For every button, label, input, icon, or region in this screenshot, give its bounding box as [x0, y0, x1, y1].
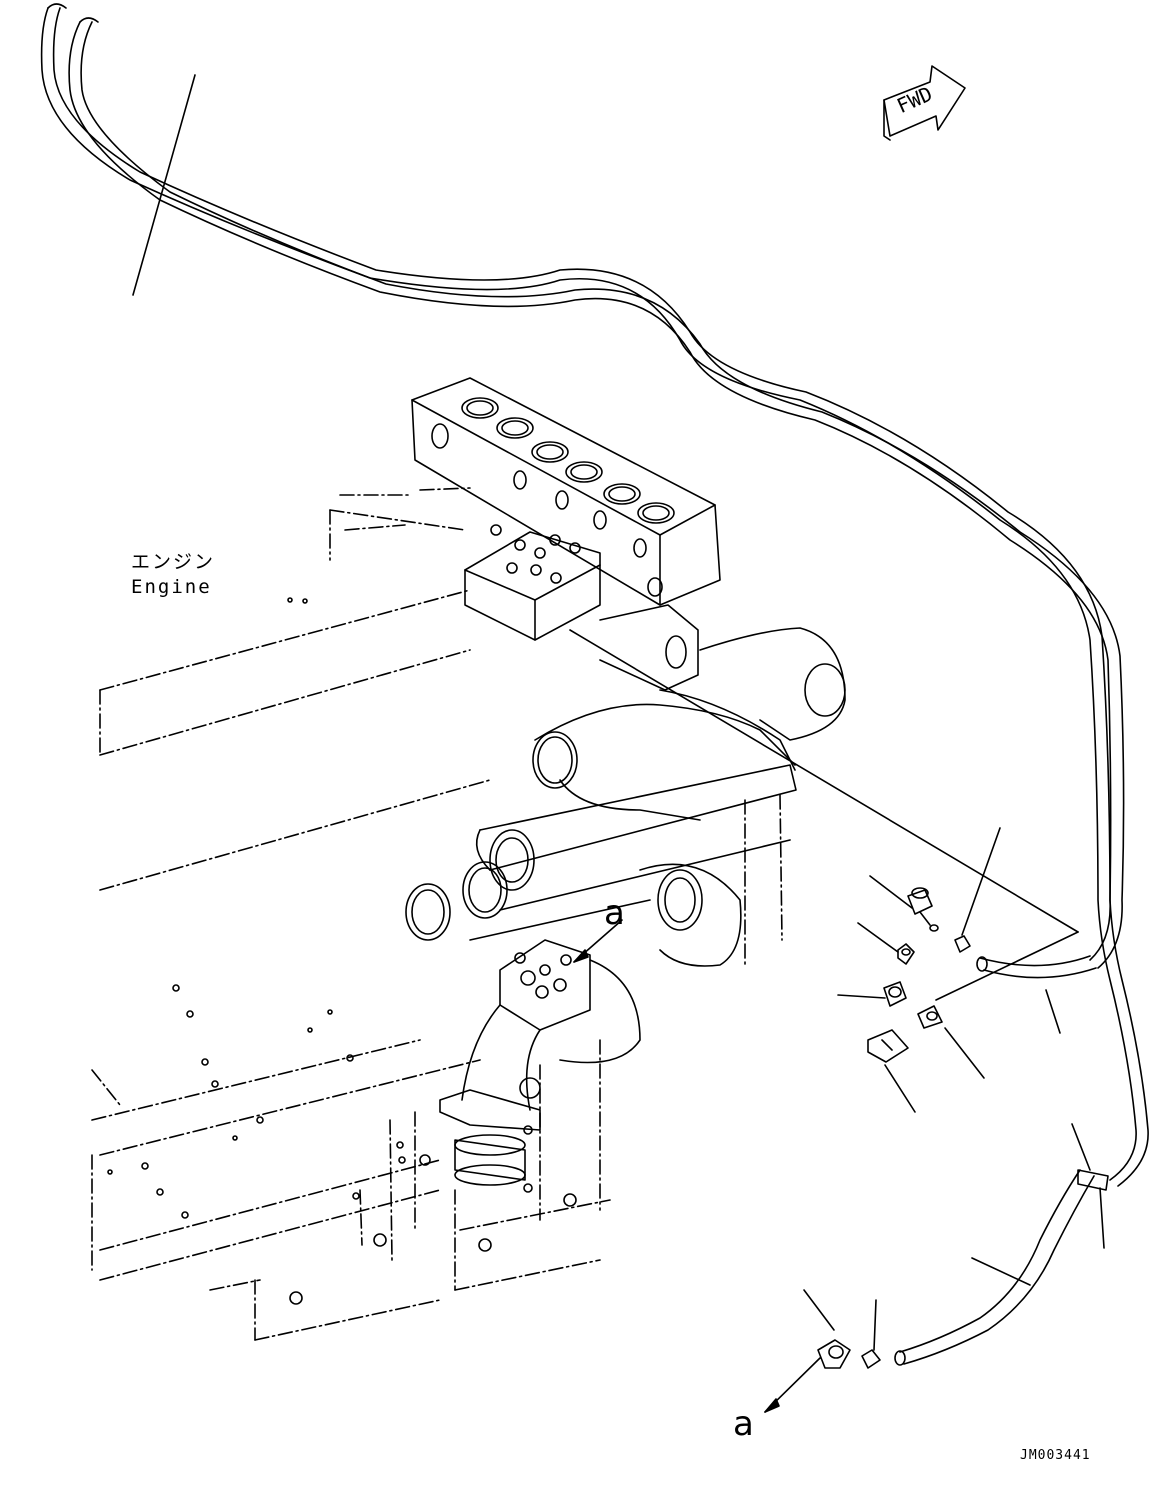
- fittings: [817, 887, 971, 1369]
- drain-hose: [894, 955, 1109, 1366]
- cylinder-head-block: [411, 377, 721, 606]
- outlet-flange: [439, 939, 641, 1193]
- callout-a-lower: a: [733, 1404, 754, 1444]
- callout-a-upper: a: [604, 893, 625, 933]
- engine-holes: [107, 597, 577, 1305]
- turbo-assembly: [405, 604, 846, 967]
- fwd-arrow-icon: [883, 65, 966, 141]
- port-block: [464, 524, 601, 641]
- engine-label-english: Engine: [131, 576, 212, 598]
- leader-lines: [132, 74, 1105, 1413]
- engine-outline: [91, 487, 783, 1341]
- drawing-number: JM003441: [1020, 1448, 1091, 1463]
- engine-label-japanese: エンジン: [131, 551, 216, 573]
